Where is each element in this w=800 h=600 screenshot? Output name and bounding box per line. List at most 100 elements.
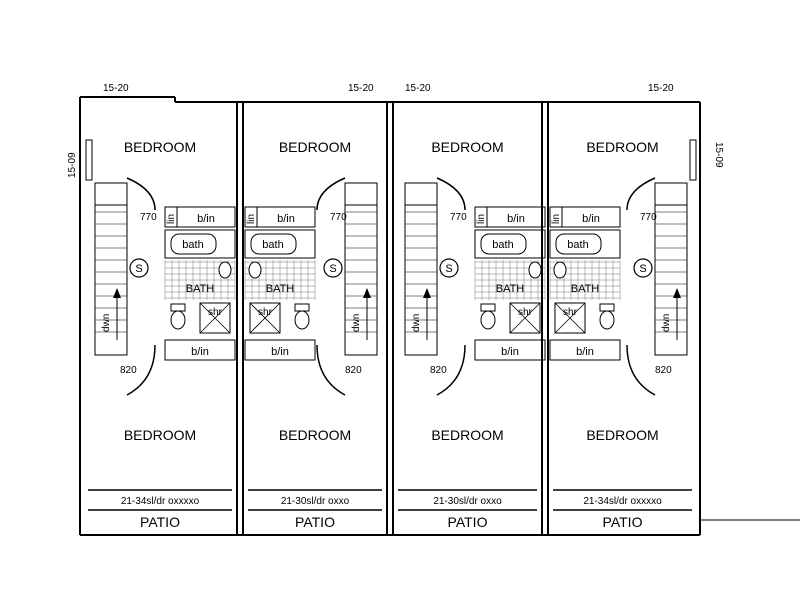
basin	[528, 261, 542, 279]
door-820-label: 820	[345, 365, 362, 376]
door-820-label: 820	[120, 365, 137, 376]
linen-cupboard	[164, 206, 178, 228]
smoke-detector-label: S	[329, 263, 336, 275]
bath-label: BATH	[496, 283, 525, 295]
hall-curve-top	[126, 177, 156, 211]
bathtub-basin	[555, 233, 602, 255]
bedroom-bottom-label: BEDROOM	[124, 427, 196, 443]
bath-fixture-label: bath	[262, 239, 283, 251]
stair-landing	[404, 182, 438, 206]
bedroom-top-label: BEDROOM	[431, 139, 503, 155]
patio-label: PATIO	[295, 514, 335, 530]
bathtub-basin	[250, 233, 297, 255]
door-770-label: 770	[330, 212, 347, 223]
built-in-closet-bottom	[244, 339, 316, 361]
basin	[248, 261, 262, 279]
hall-curve-bottom	[316, 344, 346, 396]
bath-fixture-label: bath	[567, 239, 588, 251]
stair-landing	[344, 182, 378, 206]
shower-label: shr	[518, 307, 533, 318]
hall-curve-bottom	[436, 344, 466, 396]
bedroom-top-label: BEDROOM	[124, 139, 196, 155]
closet-bottom-label: b/in	[191, 346, 209, 358]
toilet	[294, 310, 310, 330]
smoke-detector-label: S	[135, 263, 142, 275]
bath-fixture-label: bath	[492, 239, 513, 251]
side-window-left	[85, 139, 93, 181]
bedroom-bottom-label: BEDROOM	[279, 427, 351, 443]
door-820-label: 820	[655, 365, 672, 376]
linen-label: lin	[166, 214, 177, 224]
hall-curve-top	[436, 177, 466, 211]
bedroom-bottom-label: BEDROOM	[586, 427, 658, 443]
toilet-cistern	[170, 303, 186, 312]
smoke-detector-icon	[129, 258, 149, 278]
smoke-detector-icon	[633, 258, 653, 278]
closet-top-label: b/in	[197, 213, 215, 225]
unit-3: BEDROOMdwnS770820b/inlinbathBATHshrb/inB…	[386, 102, 546, 535]
bathtub	[244, 229, 316, 259]
dimension-top-right: 15-20	[648, 83, 674, 94]
built-in-closet-bottom	[164, 339, 236, 361]
patio-label: PATIO	[448, 514, 488, 530]
door-spec-label: 21-30sl/dr oxxo	[281, 496, 350, 507]
door-770-label: 770	[640, 212, 657, 223]
hall-curve-bottom	[626, 344, 656, 396]
patio-label: PATIO	[140, 514, 180, 530]
smoke-detector-icon	[439, 258, 459, 278]
stair-arrow-icon	[673, 288, 681, 298]
tile-floor	[244, 260, 316, 300]
dimension-side-left: 15-09	[67, 152, 78, 178]
tile-floor	[164, 260, 236, 300]
tile-floor	[474, 260, 546, 300]
toilet	[170, 310, 186, 330]
bath-label: BATH	[571, 283, 600, 295]
smoke-detector-icon	[323, 258, 343, 278]
basin	[218, 261, 232, 279]
patio-label: PATIO	[603, 514, 643, 530]
bedroom-bottom-label: BEDROOM	[431, 427, 503, 443]
unit-2: BEDROOMdwnS770820b/inlinbathBATHshrb/inB…	[236, 102, 382, 535]
smoke-detector-label: S	[445, 263, 452, 275]
units-group: BEDROOMdwnS770820b/inlinbathBATHshrb/inB…	[88, 102, 692, 535]
closet-bottom-label: b/in	[501, 346, 519, 358]
closet-bottom-label: b/in	[271, 346, 289, 358]
bathtub	[474, 229, 546, 259]
dimension-top-mid: 15-20	[348, 83, 374, 94]
stair-landing	[94, 182, 128, 206]
linen-cupboard	[474, 206, 488, 228]
bedroom-top-label: BEDROOM	[279, 139, 351, 155]
linen-cupboard	[549, 206, 563, 228]
stair-label: dwn	[411, 314, 422, 332]
closet-top-label: b/in	[507, 213, 525, 225]
unit-1: BEDROOMdwnS770820b/inlinbathBATHshrb/inB…	[88, 139, 236, 530]
linen-label: lin	[246, 214, 257, 224]
toilet-cistern	[599, 303, 615, 312]
stair-label: dwn	[101, 314, 112, 332]
door-spec-label: 21-34sl/dr oxxxxo	[121, 496, 200, 507]
hall-curve-bottom	[126, 344, 156, 396]
stair-label: dwn	[351, 314, 362, 332]
door-770-label: 770	[450, 212, 467, 223]
bathtub	[164, 229, 236, 259]
building-outline	[79, 96, 701, 536]
toilet-cistern	[294, 303, 310, 312]
door-spec-label: 21-34sl/dr oxxxxo	[583, 496, 662, 507]
toilet	[480, 310, 496, 330]
door-spec-label: 21-30sl/dr oxxo	[433, 496, 502, 507]
closet-top-label: b/in	[582, 213, 600, 225]
dimension-top-left: 15-20	[103, 83, 129, 94]
smoke-detector-label: S	[639, 263, 646, 275]
hall-curve-top	[626, 177, 656, 211]
toilet	[599, 310, 615, 330]
stair-landing	[654, 182, 688, 206]
door-820-label: 820	[430, 365, 447, 376]
bath-label: BATH	[186, 283, 215, 295]
toilet-cistern	[480, 303, 496, 312]
dimension-top-mid2: 15-20	[405, 83, 431, 94]
bath-fixture-label: bath	[182, 239, 203, 251]
